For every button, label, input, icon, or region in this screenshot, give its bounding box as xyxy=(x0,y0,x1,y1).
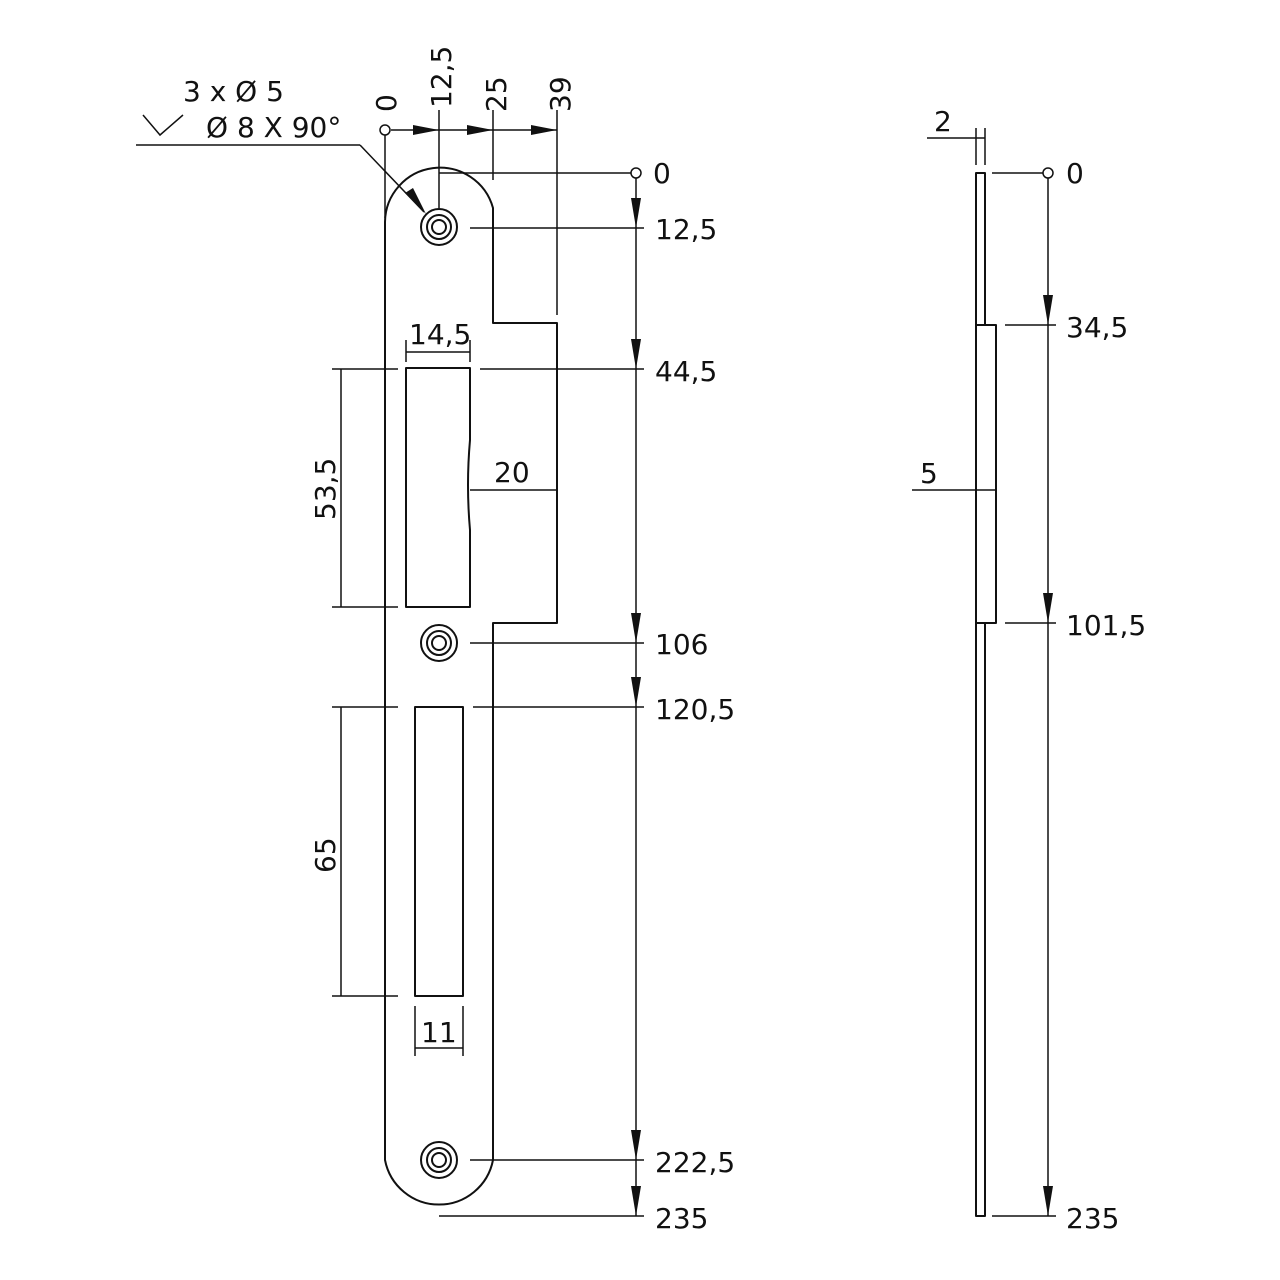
side-dim-235: 235 xyxy=(1066,1202,1119,1235)
right-dim-235: 235 xyxy=(655,1202,708,1235)
top-dim-0: 0 xyxy=(370,94,403,112)
side-thickness-label: 2 xyxy=(934,105,952,138)
side-thickness-dimension xyxy=(927,128,986,165)
side-dim-101-5: 101,5 xyxy=(1066,609,1146,642)
top-dim-12-5: 12,5 xyxy=(425,46,458,108)
right-ordinate-dimensions xyxy=(439,167,644,1217)
screw-hole-middle xyxy=(420,624,458,662)
upper-latch-opening xyxy=(405,367,471,608)
lower-bolt-opening xyxy=(414,706,464,997)
lower-opening-width-label: 11 xyxy=(421,1016,457,1049)
lower-opening-height-label: 65 xyxy=(309,837,342,873)
lower-opening-height-dimension xyxy=(332,706,398,997)
upper-opening-width-dimension xyxy=(405,340,471,362)
hole-callout-leader xyxy=(136,114,426,214)
upper-opening-width-label: 14,5 xyxy=(409,318,471,351)
callout-countersink: Ø 8 X 90° xyxy=(206,111,341,144)
right-dim-12-5: 12,5 xyxy=(655,213,717,246)
screw-hole-bottom xyxy=(420,1141,458,1179)
side-tab-thickness-label: 5 xyxy=(920,457,938,490)
side-view-profile xyxy=(975,172,997,1217)
right-dim-0: 0 xyxy=(653,157,671,190)
right-dim-120-5: 120,5 xyxy=(655,693,735,726)
screw-hole-top xyxy=(420,208,458,246)
right-dim-222-5: 222,5 xyxy=(655,1146,735,1179)
side-dim-0: 0 xyxy=(1066,157,1084,190)
right-dim-44-5: 44,5 xyxy=(655,355,717,388)
upper-opening-height-dimension xyxy=(332,368,398,608)
side-ordinate-dimensions xyxy=(992,167,1056,1217)
top-dim-39: 39 xyxy=(544,76,577,112)
callout-hole-count: 3 x Ø 5 xyxy=(183,75,284,108)
side-dim-34-5: 34,5 xyxy=(1066,311,1128,344)
top-dim-25: 25 xyxy=(480,76,513,112)
strike-plate-outline xyxy=(384,166,558,1206)
top-ordinate-dimensions xyxy=(379,110,558,315)
upper-opening-height-label: 53,5 xyxy=(309,458,342,520)
lip-depth-label: 20 xyxy=(494,456,530,489)
lower-opening-width-dimension xyxy=(414,1006,464,1056)
right-dim-106: 106 xyxy=(655,628,708,661)
